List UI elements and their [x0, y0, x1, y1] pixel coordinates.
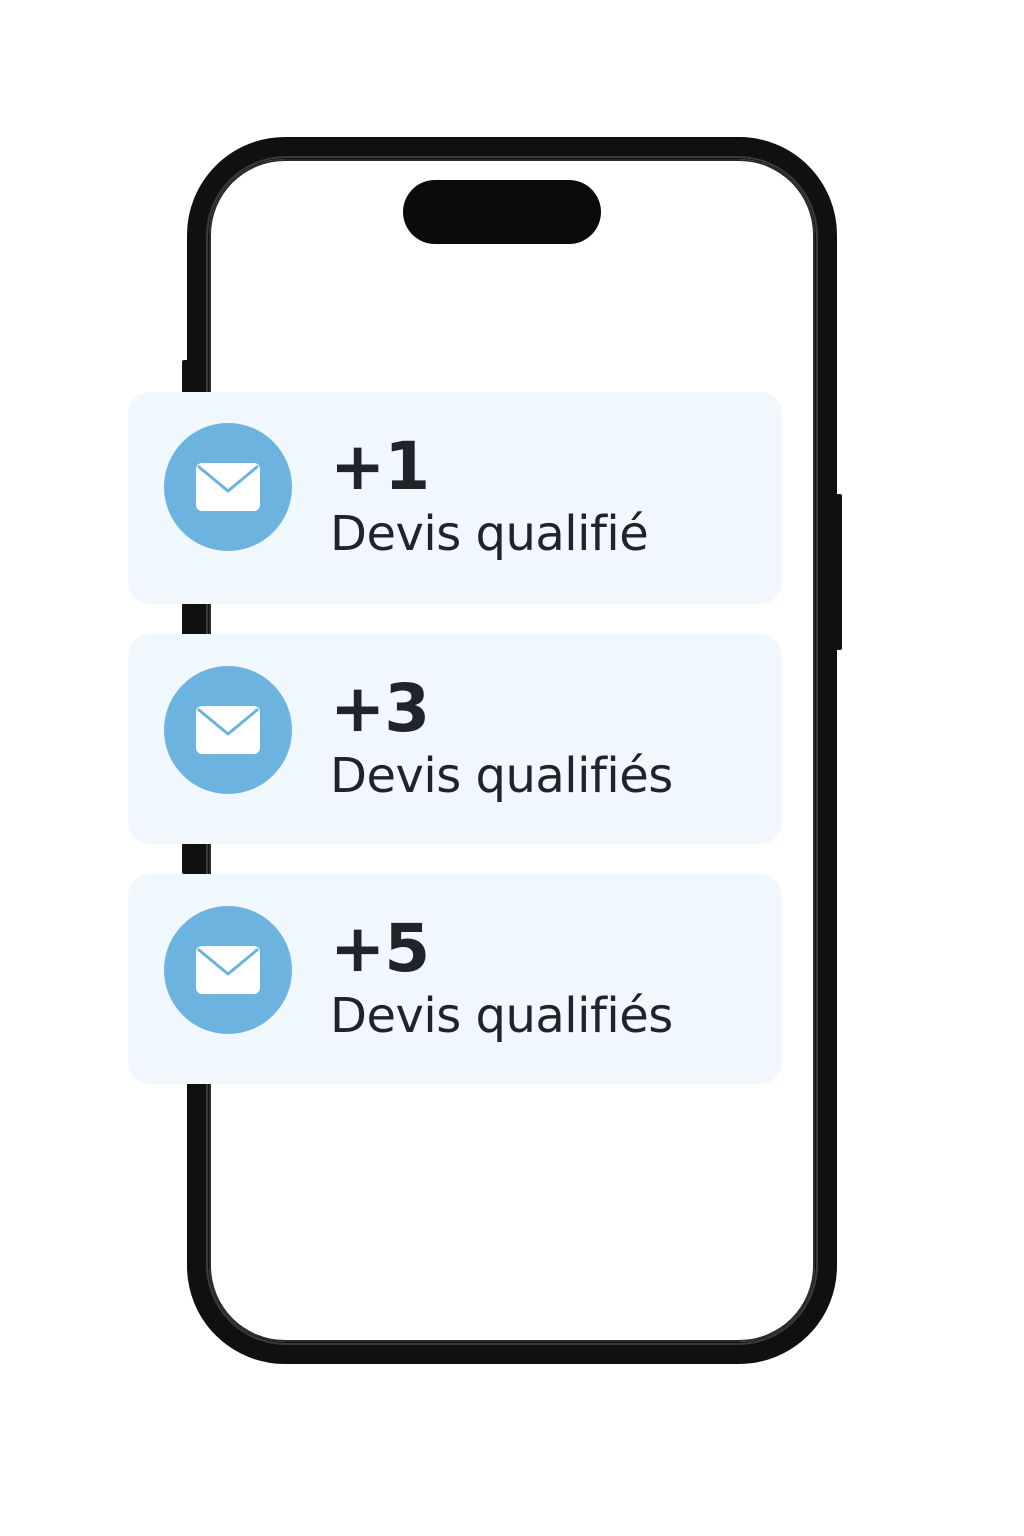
notification-count: +1	[330, 428, 430, 505]
notification-label: Devis qualifié	[330, 506, 649, 562]
notification-card[interactable]: +3 Devis qualifiés	[128, 634, 782, 844]
notification-card[interactable]: +5 Devis qualifiés	[128, 874, 782, 1084]
phone-power-button	[836, 494, 842, 650]
notification-count: +5	[330, 910, 430, 987]
notification-card[interactable]: +1 Devis qualifié	[128, 392, 782, 604]
envelope-icon	[164, 423, 292, 551]
dynamic-island	[403, 180, 601, 244]
notification-count: +3	[330, 670, 430, 747]
envelope-icon	[164, 666, 292, 794]
phone-side-button	[182, 838, 188, 874]
notification-label: Devis qualifiés	[330, 748, 673, 804]
notification-label: Devis qualifiés	[330, 988, 673, 1044]
envelope-icon	[164, 906, 292, 1034]
phone-side-button	[182, 600, 188, 636]
phone-side-button	[182, 360, 188, 400]
